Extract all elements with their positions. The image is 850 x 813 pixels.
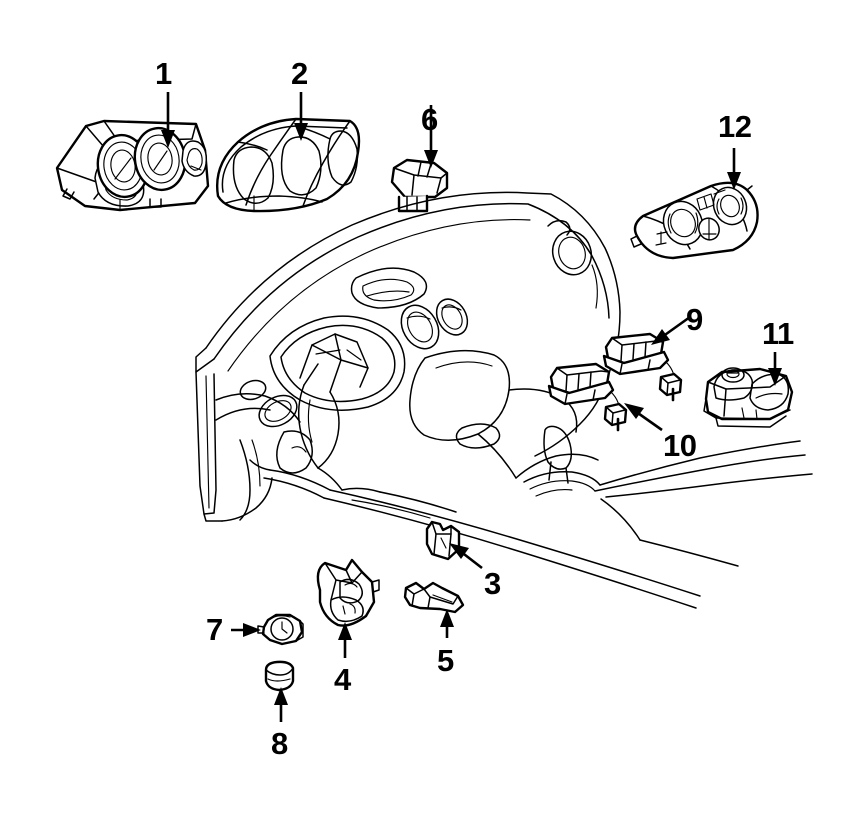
callout-label-6: 6 [421, 102, 438, 137]
callout-label-10: 10 [663, 428, 697, 463]
part-10-switch-wire-connector [547, 362, 628, 432]
callout-label-5: 5 [437, 643, 454, 678]
part-12-heater-ac-control-panel [630, 181, 759, 260]
callout-label-8: 8 [271, 726, 288, 761]
part-7-ignition-lock-cylinder [257, 613, 304, 646]
callout-label-3: 3 [484, 566, 501, 601]
callout-label-9: 9 [686, 302, 703, 337]
callout-label-2: 2 [291, 56, 308, 91]
callout-label-7: 7 [206, 612, 223, 647]
part-5-hood-release-handle [403, 581, 465, 614]
part-2-instrument-cluster-lens [216, 117, 361, 213]
callout-label-11: 11 [762, 316, 794, 351]
part-9-power-window-switch-assembly [602, 332, 683, 402]
part-4-ignition-switch-housing [316, 558, 380, 627]
part-11-power-mirror-switch [703, 367, 794, 428]
callout-label-12: 12 [718, 109, 752, 144]
callout-label-1: 1 [155, 56, 172, 91]
part-6-power-window-switch [390, 158, 449, 213]
part-3-seat-heater-switch [425, 520, 461, 561]
part-1-instrument-cluster-assembly [55, 119, 210, 212]
part-8-cigarette-lighter-element [264, 660, 295, 692]
callout-label-4: 4 [334, 662, 351, 697]
callout-leaders [161, 92, 782, 722]
